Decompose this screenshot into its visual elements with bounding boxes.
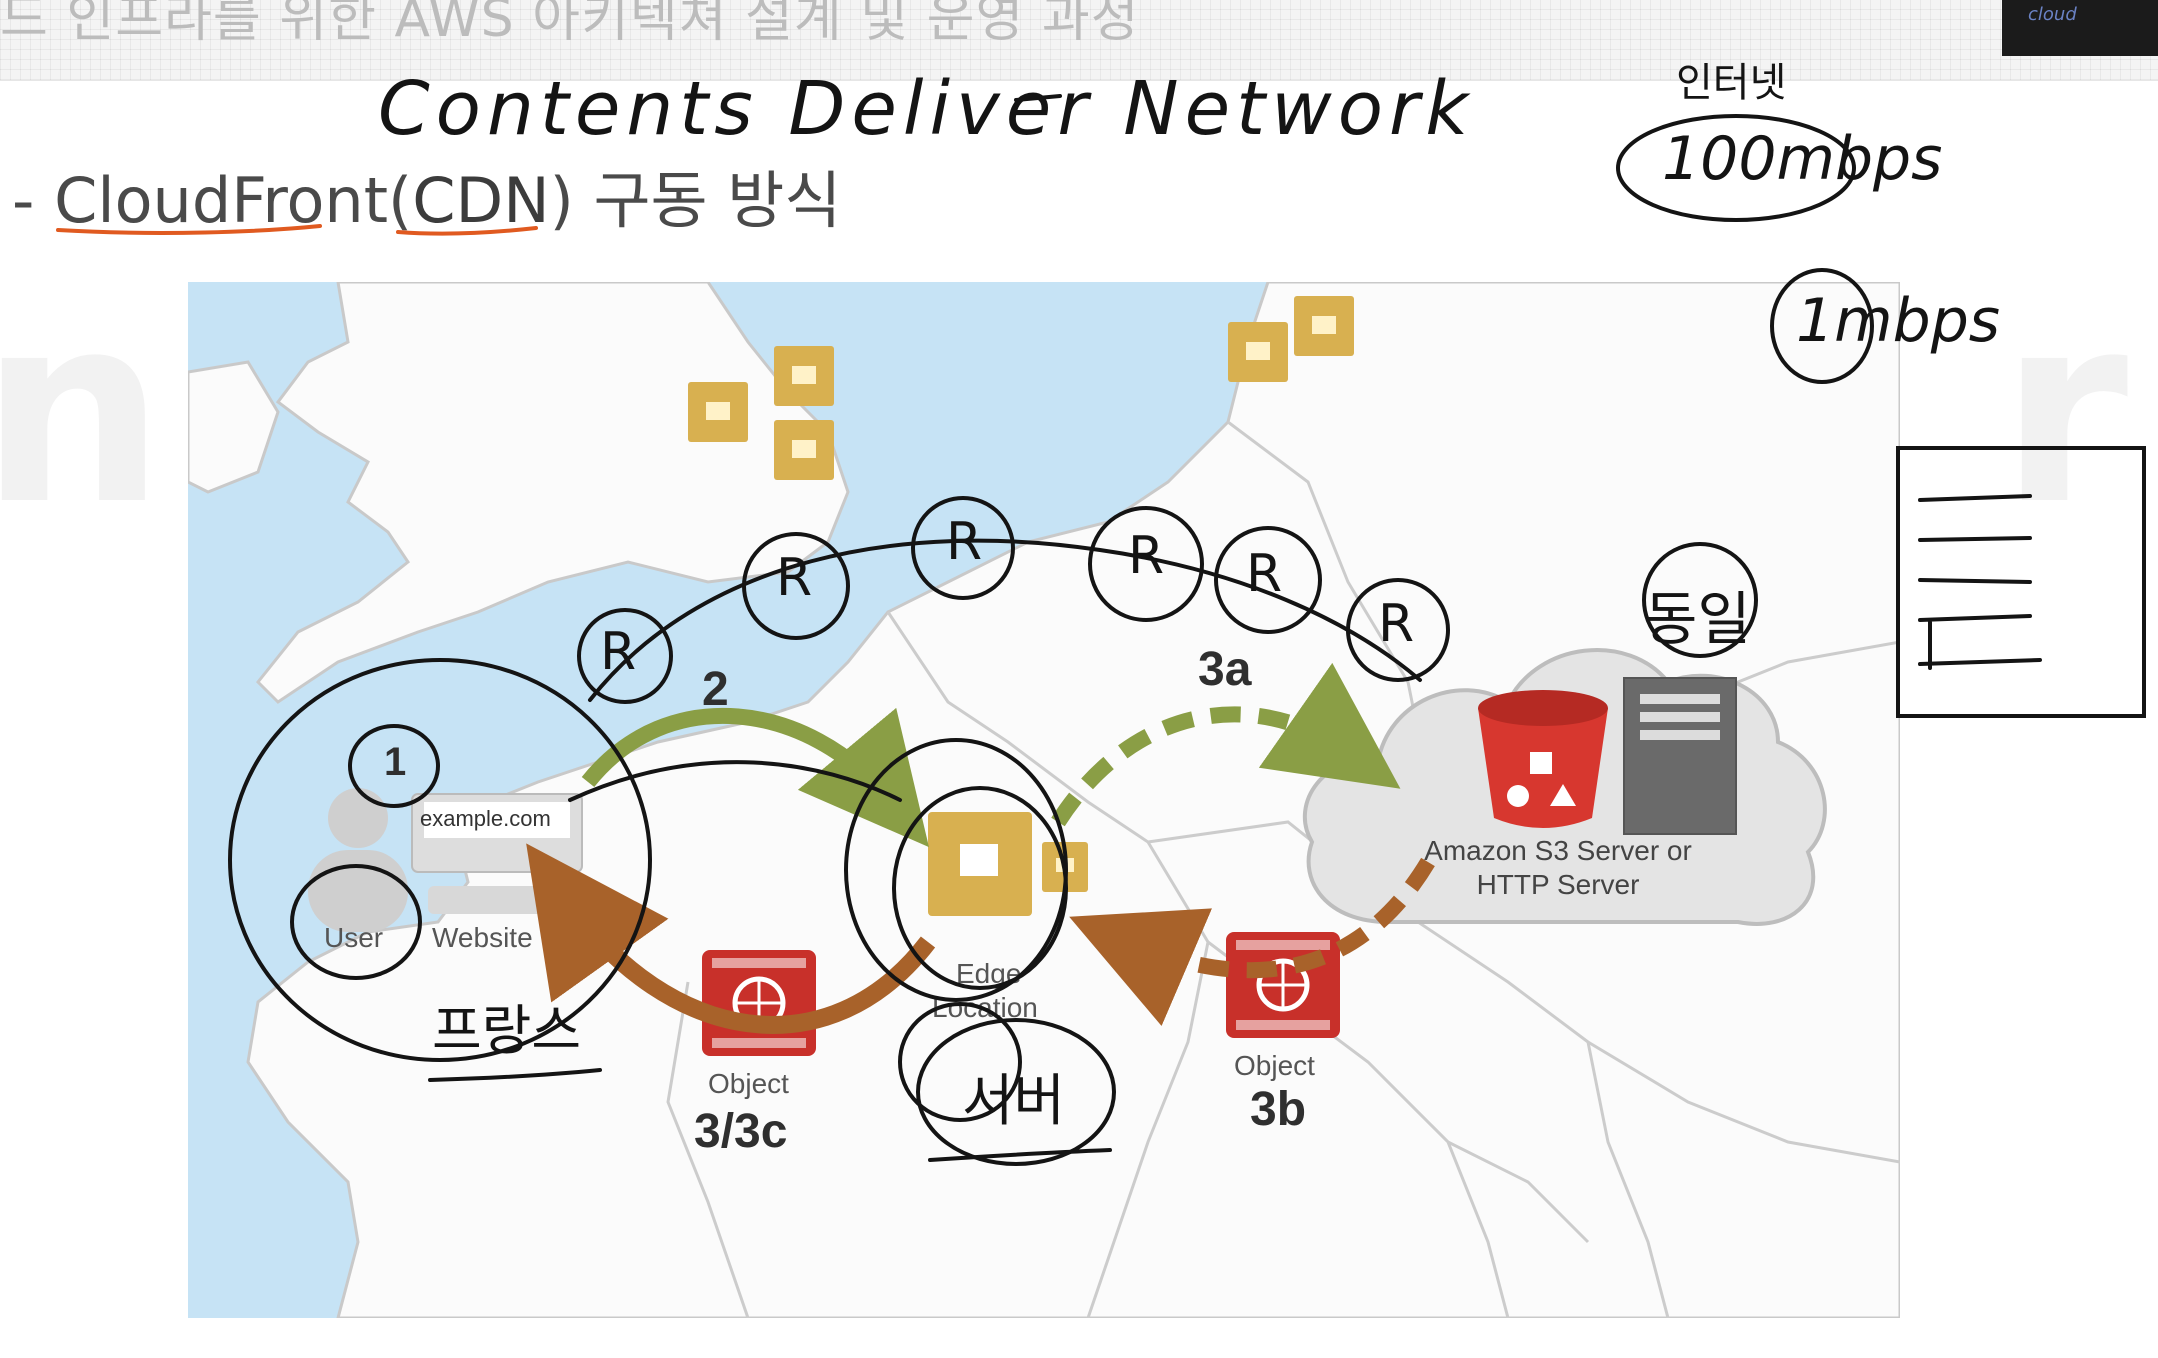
ink-router-r: R <box>776 548 813 608</box>
film-perforation <box>1236 940 1330 950</box>
object-icon-3c <box>702 950 816 1056</box>
step-1-label: 1 <box>384 740 407 784</box>
ink-speed-note: 인터넷 <box>1676 60 1787 106</box>
ink-router-r: R <box>946 512 983 572</box>
browser-url: example.com <box>420 806 551 831</box>
step-2-label: 2 <box>702 663 729 716</box>
edge-label-1: Edge <box>956 958 1022 989</box>
edge-marker-window <box>792 440 816 458</box>
slide-title: 드 인프라를 위한 AWS 아키텍쳐 설계 및 운영 과정 <box>0 0 1140 49</box>
server-slot <box>1640 730 1720 740</box>
server-slot <box>1640 694 1720 704</box>
s3-triangle-icon <box>1550 784 1576 806</box>
s3-circle-icon <box>1507 785 1529 807</box>
origin-label-2: HTTP Server <box>1476 869 1640 900</box>
ink-router-r: R <box>600 622 637 682</box>
europe-map <box>188 282 1900 1318</box>
s3-bucket-rim <box>1478 690 1608 726</box>
ink-router-r: R <box>1246 544 1283 604</box>
edge-marker-window <box>1312 316 1336 334</box>
subtitle-suffix: ) 구동 방식 <box>549 164 842 237</box>
film-perforation <box>712 1038 806 1048</box>
edge-marker-window <box>1246 342 1270 360</box>
ink-server: 서버 <box>962 1069 1066 1134</box>
user-icon-head <box>328 788 388 848</box>
object-icon-3b <box>1226 932 1340 1038</box>
slide-subtitle: - CloudFront(CDN) 구동 방식 <box>12 150 841 240</box>
edge-marker-window <box>792 366 816 384</box>
subtitle-prefix: - <box>12 164 55 237</box>
origin-label: Amazon S3 Server or HTTP Server <box>1348 834 1768 902</box>
origin-cloud <box>1302 648 1827 926</box>
film-perforation <box>712 958 806 968</box>
ink-speed-fast: 100mbps <box>1662 124 1943 194</box>
ink-document-lines <box>1918 494 2042 670</box>
step-3a-label: 3a <box>1198 643 1252 696</box>
ink-speed-slow: 1mbps <box>1796 286 2001 356</box>
response-arrow-3b <box>1069 857 1435 1027</box>
film-perforation <box>1236 1020 1330 1030</box>
edge-location-small-window <box>1056 858 1074 872</box>
website-label: Website <box>432 922 533 953</box>
ink-router-r: R <box>1128 526 1165 586</box>
subtitle-name: CloudFront( <box>54 164 413 237</box>
ink-cdn-expansion: Contents Deliver Network <box>378 66 1475 152</box>
watermark-glyph-right: r <box>2000 300 2129 500</box>
edge-label-2: Location <box>932 992 1038 1023</box>
slide-header: 드 인프라를 위한 AWS 아키텍쳐 설계 및 운영 과정 cloud <box>0 0 2158 81</box>
land-ireland <box>188 360 280 494</box>
step-3b-label: 3b <box>1250 1083 1307 1136</box>
server-slot <box>1640 712 1720 722</box>
subtitle-abbr: CDN <box>412 164 550 237</box>
logo: cloud <box>2002 0 2158 56</box>
user-label: User <box>324 922 384 953</box>
cloudfront-diagram: example.com User Website Edge Location A… <box>188 282 1900 1318</box>
origin-label-1: Amazon S3 Server or <box>1424 835 1692 866</box>
s3-square-icon <box>1530 752 1552 774</box>
object-label-3b: Object <box>1234 1050 1315 1081</box>
edge-marker-window <box>706 402 730 420</box>
logo-text: cloud <box>2028 4 2077 25</box>
ink-same: 동일 <box>1644 585 1751 653</box>
website-icon <box>428 886 562 914</box>
step-3c-label: 3/3c <box>694 1105 788 1158</box>
edge-location-window <box>960 844 998 876</box>
object-label-3c: Object <box>708 1068 789 1099</box>
watermark-glyph-left: n <box>0 300 166 500</box>
request-arrow-3a <box>1051 662 1401 827</box>
user-icon-body <box>308 850 408 932</box>
edge-markers-top <box>688 296 1354 480</box>
ink-router-r: R <box>1378 594 1415 654</box>
ink-france: 프랑스 <box>432 999 582 1062</box>
